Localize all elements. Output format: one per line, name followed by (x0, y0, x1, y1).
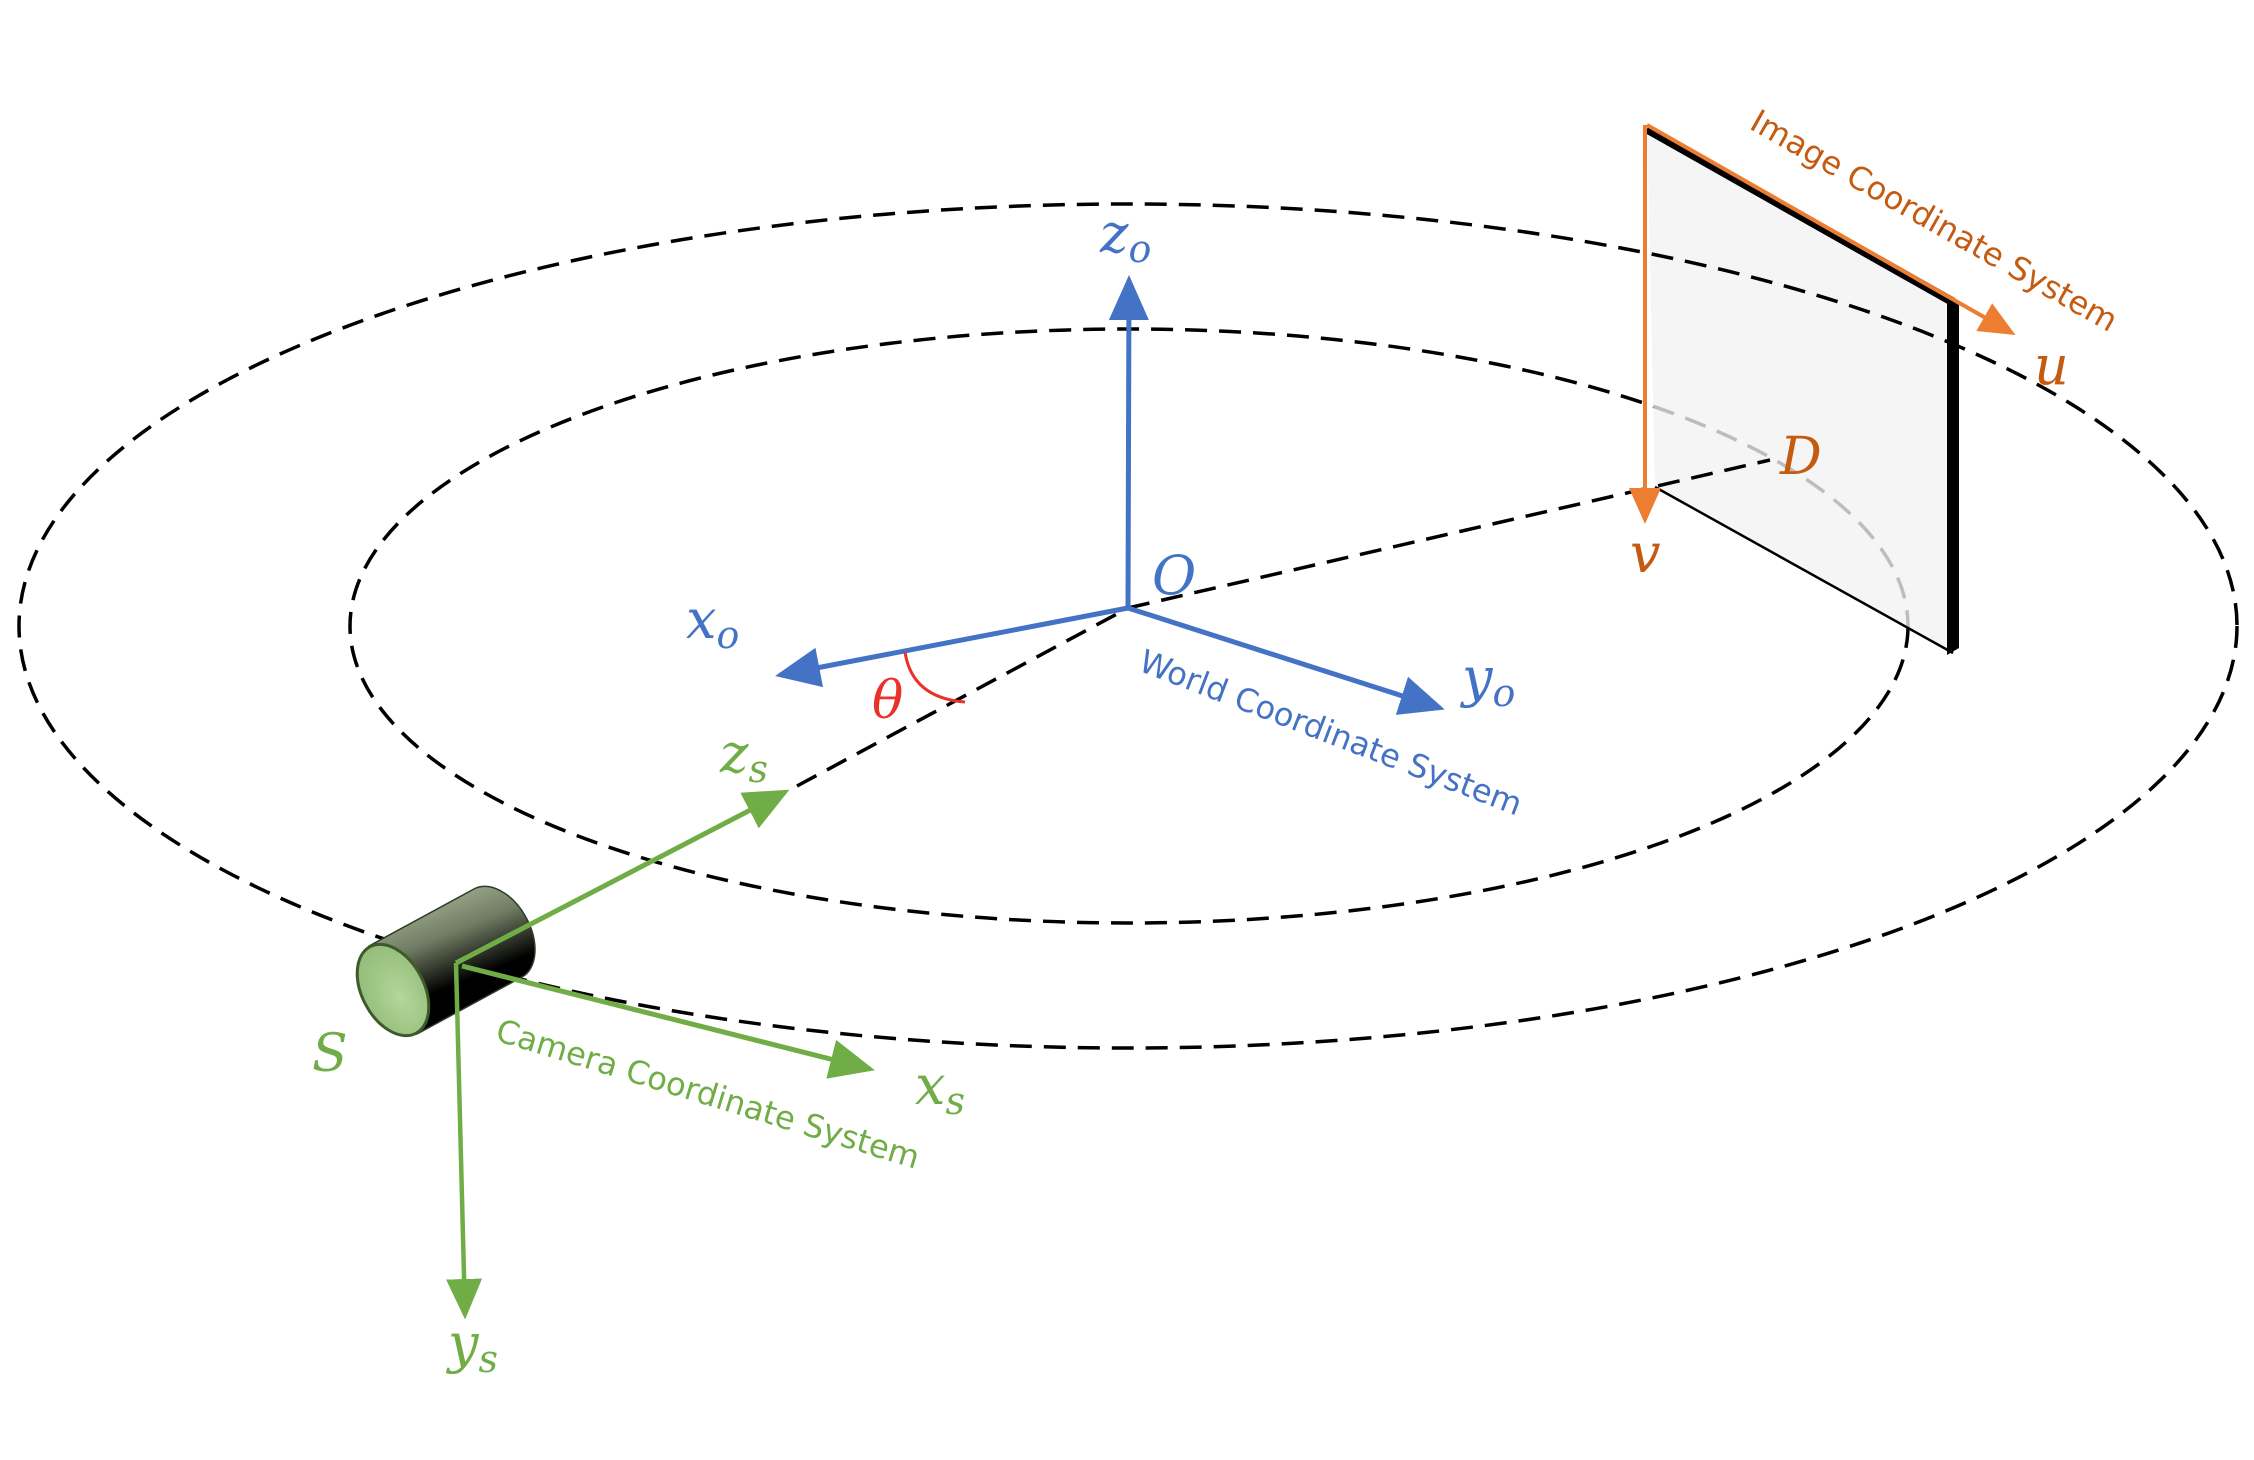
image-plane-bottom-edge (1654, 485, 1954, 655)
theta-label: θ (872, 671, 903, 731)
camera-label: S (312, 1024, 348, 1084)
sight-line-origin-to-D (1127, 458, 1771, 610)
camera-x-sub: s (945, 1079, 965, 1123)
camera-icon (355, 885, 536, 1038)
camera-x-label: xs (915, 1054, 965, 1123)
image-v-label: v (1630, 522, 1661, 585)
camera-z-sub: s (748, 747, 768, 791)
world-z-axis (1108, 275, 1149, 609)
image-plane-side-edge (1947, 298, 1959, 655)
world-y-sub: o (1493, 671, 1516, 715)
camera-z-label: zs (719, 722, 768, 791)
world-y-base: y (1460, 646, 1494, 709)
world-x-sub: o (716, 613, 739, 657)
sight-line-camera-to-origin (796, 606, 1129, 788)
camera-y-axis (446, 962, 483, 1320)
camera-y-sub: s (479, 1337, 499, 1381)
theta-arc (903, 651, 966, 704)
world-y-label: yo (1460, 646, 1515, 715)
image-plane (1644, 125, 1959, 655)
world-y-axis (1127, 605, 1445, 715)
camera-y-label: ys (446, 1312, 498, 1381)
camera-x-base: x (915, 1054, 945, 1117)
world-x-axis (775, 605, 1129, 688)
world-z-base: z (1099, 202, 1129, 265)
outer-orbit (17, 202, 2239, 1050)
image-u-label: u (2034, 334, 2069, 397)
camera-lens (355, 942, 431, 1038)
world-origin-label: O (1152, 544, 1196, 607)
camera-y-base: y (446, 1312, 480, 1375)
image-plane-top-edge (1644, 125, 1956, 306)
world-x-base: x (686, 588, 716, 651)
camera-x-axis (461, 963, 875, 1079)
camera-z-base: z (719, 722, 749, 785)
world-x-label: xo (686, 588, 739, 657)
world-z-sub: o (1128, 227, 1151, 271)
camera-z-axis (454, 789, 790, 966)
image-u-axis (1646, 123, 2016, 335)
image-point-D-label: D (1779, 427, 1822, 487)
world-z-label: zo (1099, 202, 1151, 271)
